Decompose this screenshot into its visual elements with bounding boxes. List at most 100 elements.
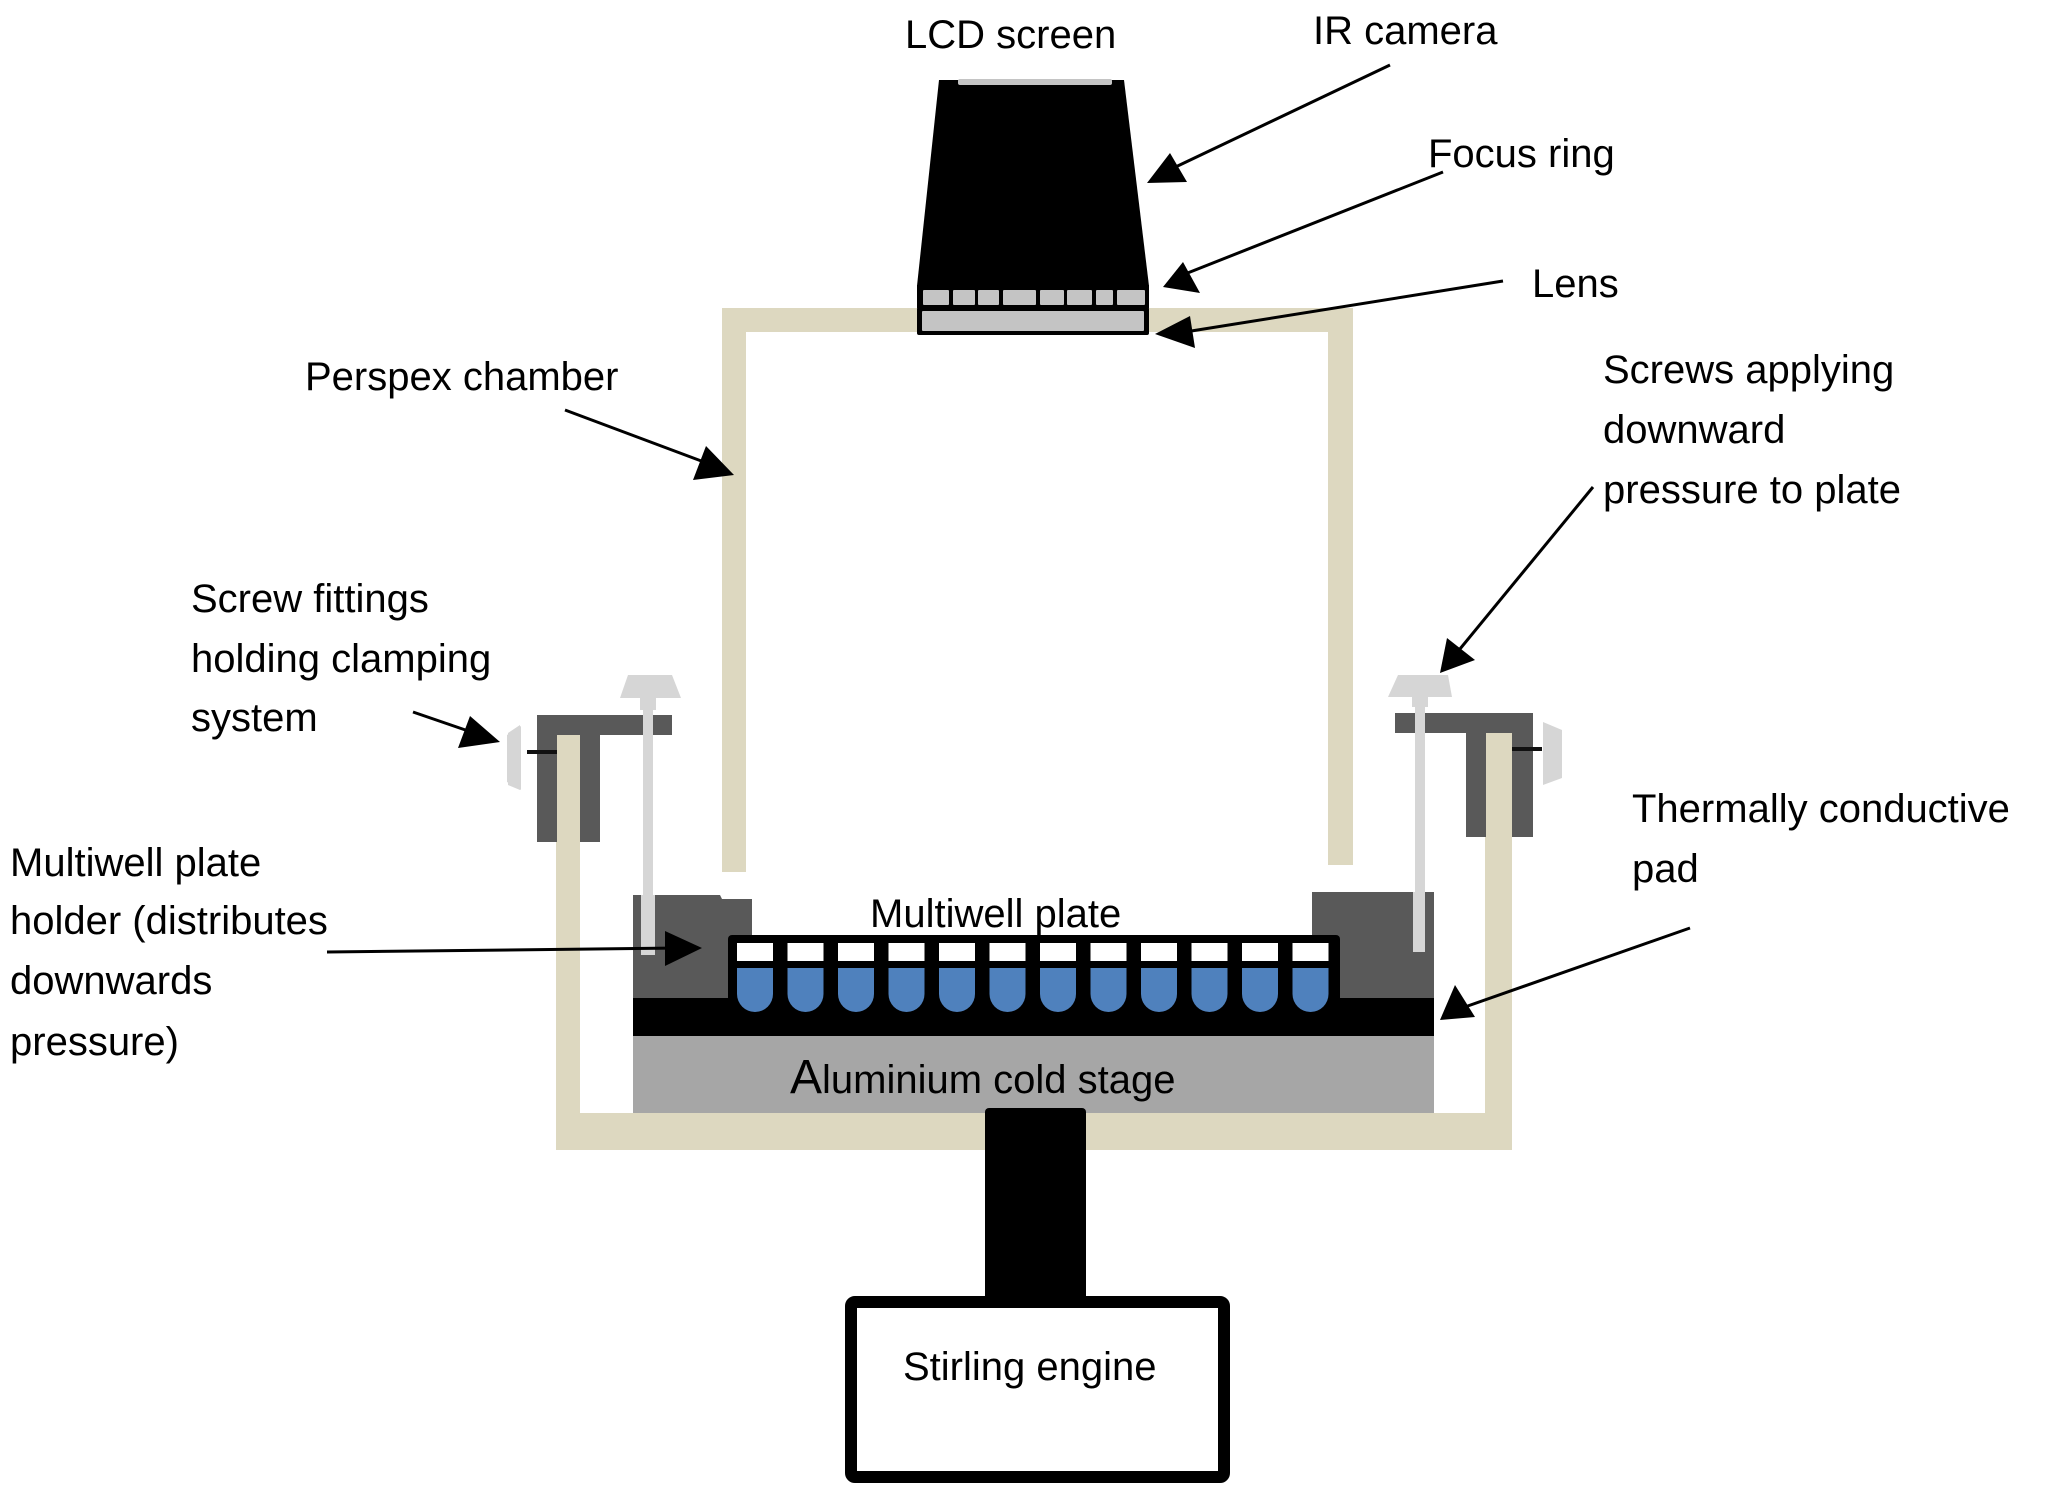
base-frame-left-post [556, 742, 580, 1150]
perspex-chamber [722, 308, 1353, 872]
left-clamp-bracket-top [537, 715, 672, 735]
labels: LCD screen IR camera Focus ring Lens Per… [10, 9, 2010, 1389]
left-clamp-bracket-leg-inner [580, 715, 600, 842]
well-liquid [787, 968, 824, 1012]
left-fitting-screw-head-shape [507, 726, 521, 790]
label-cold-stage-rest: luminium cold stage [822, 1058, 1176, 1102]
stirling-engine-box [845, 1296, 1230, 1483]
perspex-chamber-right-wall [1328, 308, 1353, 865]
label-multiwell-plate: Multiwell plate [870, 892, 1121, 936]
arrow-thermal-pad-line [1461, 926, 1691, 1010]
focus-ring-segment [923, 290, 949, 305]
plate-holder-left-screw-slot [641, 895, 655, 955]
label-focus-ring: Focus ring [1428, 132, 1615, 176]
arrow-perspex-head [693, 446, 734, 480]
well-liquid [1242, 968, 1278, 1012]
well-liquid [1040, 968, 1076, 1012]
left-clamp-bracket-leg-outer [537, 715, 557, 842]
arrow-screws-line [1453, 486, 1595, 656]
well-liquid [1191, 968, 1228, 1012]
label-fittings-line-2: holding clamping [191, 637, 491, 681]
right-clamp-bracket-leg-outer [1512, 713, 1533, 837]
aluminium-cold-stage [633, 1036, 1434, 1113]
well-cap [787, 943, 824, 961]
arrow-lens-line [1184, 279, 1504, 334]
arrow-screws-head [1440, 638, 1475, 673]
label-lcd-screen: LCD screen [905, 13, 1116, 57]
well-liquid [1141, 968, 1177, 1012]
focus-ring-segment [1067, 290, 1092, 305]
focus-ring-segment [1117, 290, 1145, 305]
arrow-fittings-head [458, 716, 500, 748]
right-clamp-bracket-top [1395, 713, 1533, 733]
cold-finger-column [985, 1108, 1086, 1302]
base-frame-right-post [1485, 742, 1512, 1150]
well-cap [737, 943, 773, 961]
left-clamp-post-cap [557, 735, 580, 745]
left-fitting-screw-pin [527, 750, 557, 754]
label-screws-line-1: Screws applying [1603, 348, 1894, 392]
focus-ring-segment [1096, 290, 1113, 305]
label-lens: Lens [1532, 262, 1619, 306]
well-cap [1292, 943, 1329, 961]
well-liquid [1292, 968, 1329, 1012]
label-perspex-chamber: Perspex chamber [305, 355, 618, 399]
focus-ring-segment [1003, 290, 1036, 305]
arrow-focus-ring-head [1163, 262, 1200, 293]
label-fittings-line-1: Screw fittings [191, 577, 429, 621]
well-liquid [989, 968, 1026, 1012]
right-screw-head [1388, 675, 1452, 697]
lcd-screen [958, 79, 1112, 85]
well-cap [1040, 943, 1076, 961]
label-screws-line-3: pressure to plate [1603, 468, 1901, 512]
lens-glass [922, 311, 1144, 331]
ir-camera [917, 79, 1149, 335]
well-cap [888, 943, 925, 961]
ir-camera-body [917, 80, 1149, 286]
right-fitting-screw-head [1543, 722, 1562, 785]
wells [737, 943, 1329, 1012]
label-ir-camera: IR camera [1313, 9, 1498, 53]
left-screw-head [620, 675, 681, 698]
arrow-perspex-line [564, 408, 713, 467]
label-aluminium-cold-stage: Aluminium cold stage [790, 1051, 1176, 1104]
plate-holder-right-screw-slot [1413, 892, 1425, 952]
well-liquid [737, 968, 773, 1012]
well-cap [939, 943, 975, 961]
right-fitting-screw-pin [1512, 747, 1542, 751]
multiwell-plate [728, 935, 1340, 1015]
label-holder-line-1: Multiwell plate [10, 841, 261, 885]
arrow-focus-ring-line [1179, 170, 1444, 278]
label-cold-stage-initial: A [790, 1051, 822, 1104]
right-clamp-post-cap [1486, 733, 1512, 743]
perspex-chamber-left-wall [722, 308, 746, 872]
multiwell-plate-body [728, 935, 1340, 1015]
left-screw-head-neck [640, 698, 656, 710]
arrow-holder-head [665, 931, 702, 966]
arrow-lens-head [1155, 316, 1195, 348]
label-stirling-engine: Stirling engine [903, 1345, 1157, 1389]
arrow-ir-camera-head [1147, 153, 1187, 183]
right-screw-head-neck [1412, 697, 1428, 707]
focus-ring-segment [1040, 290, 1064, 305]
focus-ring-segment [953, 290, 975, 305]
well-cap [989, 943, 1026, 961]
label-holder-line-3: downwards [10, 959, 212, 1003]
right-clamp-bracket-leg-inner [1466, 713, 1486, 837]
arrow-holder-line [326, 946, 681, 954]
right-screw-shaft [1415, 705, 1425, 950]
well-liquid [888, 968, 925, 1012]
well-liquid [838, 968, 874, 1012]
label-thermal-line-2: pad [1632, 847, 1699, 891]
arrow-ir-camera-line [1164, 63, 1391, 174]
well-cap [838, 943, 874, 961]
label-thermal-line-1: Thermally conductive [1632, 787, 2010, 831]
well-cap [1242, 943, 1278, 961]
focus-ring-segment [978, 290, 999, 305]
label-holder-line-4: pressure) [10, 1020, 179, 1064]
well-cap [1191, 943, 1228, 961]
arrow-thermal-pad-head [1440, 985, 1475, 1020]
well-cap [1141, 943, 1177, 961]
label-screws-line-2: downward [1603, 408, 1785, 452]
